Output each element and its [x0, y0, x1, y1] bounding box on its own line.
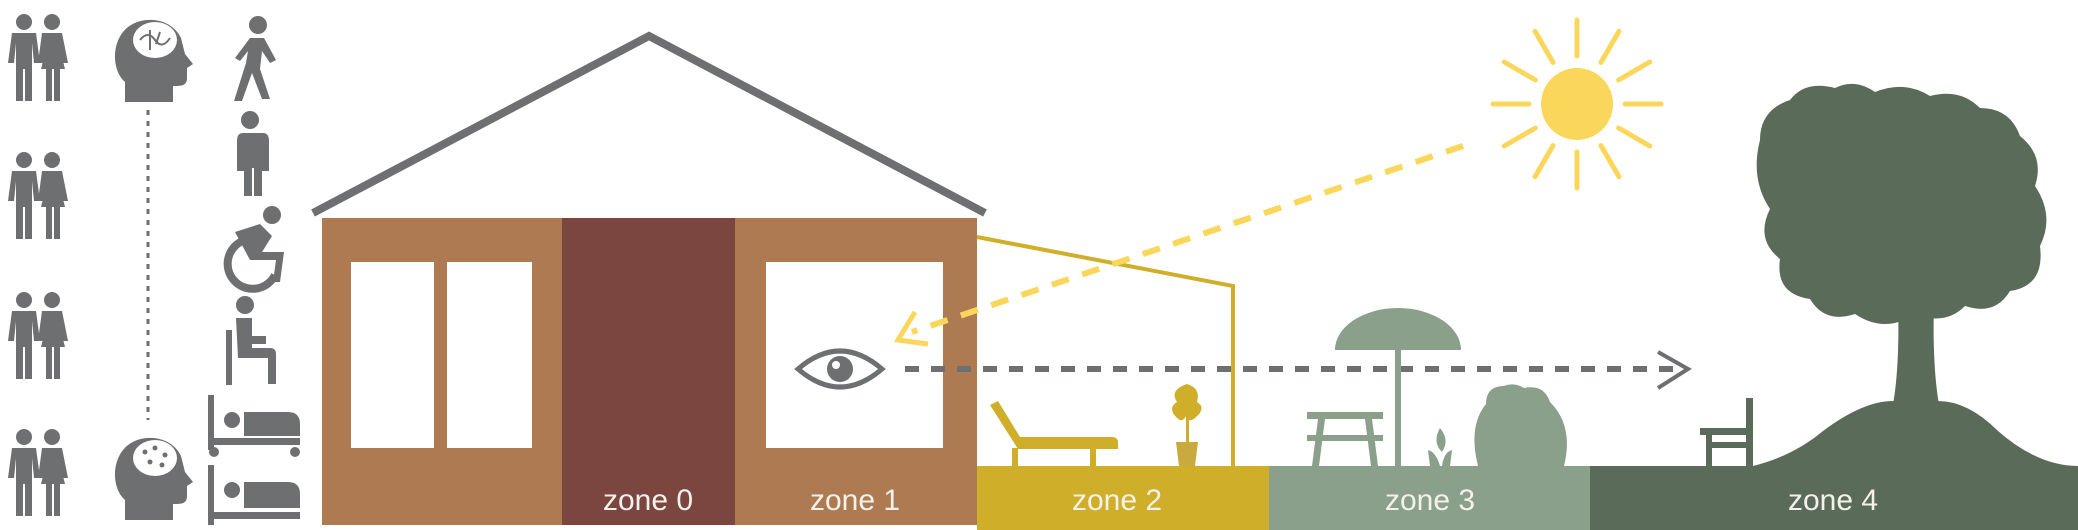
couple-icon	[8, 152, 68, 239]
cognition-icons	[114, 19, 193, 520]
bed-person-icon	[208, 395, 300, 457]
sun-ray	[1501, 125, 1538, 149]
sun-ray	[1532, 143, 1556, 180]
potted-plant-icon	[1172, 384, 1202, 466]
hill	[1753, 401, 2078, 466]
sunlight-arrowhead	[893, 310, 929, 347]
seated-person-icon	[226, 296, 276, 385]
view-arrowhead	[1656, 350, 1692, 390]
sunlight-dashed-line	[911, 143, 1464, 335]
bed-person-icon	[208, 465, 300, 525]
mobility-icons	[208, 16, 300, 525]
zone-3-strip	[1269, 466, 1590, 530]
window	[351, 262, 434, 448]
couple-icon	[8, 292, 68, 379]
zone-3-label: zone 3	[1385, 484, 1475, 517]
zone-4-label: zone 4	[1788, 484, 1878, 517]
brain-icon	[133, 440, 177, 476]
picnic-table-icon	[1307, 412, 1383, 466]
house-roof	[311, 31, 987, 217]
window	[447, 262, 532, 448]
couple-icon	[8, 14, 68, 101]
wheelchair-icon	[223, 206, 284, 293]
zone-0-corridor	[562, 218, 735, 525]
sun-ray	[1532, 28, 1556, 65]
walking-person-icon	[234, 16, 276, 101]
zone-2-strip	[977, 466, 1269, 530]
bush-icon	[1474, 384, 1567, 466]
sun-ray	[1616, 59, 1653, 83]
small-plant-icon	[1428, 428, 1452, 466]
sun-lounger-icon	[990, 401, 1118, 466]
zone-1-label: zone 1	[810, 484, 900, 517]
zone-4-nature	[1700, 83, 2078, 466]
zone-4-strip	[1590, 466, 2078, 530]
zone-2-label: zone 2	[1072, 484, 1162, 517]
zone-3-garden	[1307, 308, 1567, 466]
umbrella-icon	[1335, 308, 1461, 466]
eye-icon	[794, 348, 886, 390]
zone-0-label: zone 0	[603, 484, 693, 517]
tree-canopy	[1756, 83, 2047, 324]
sun-ray	[1598, 143, 1622, 180]
population-icons	[8, 14, 68, 516]
standing-person-icon	[237, 111, 269, 196]
sun-ray	[1501, 59, 1538, 83]
sun-ray	[1598, 28, 1622, 65]
sun-disc	[1541, 68, 1613, 140]
sun-icon	[1490, 17, 1664, 191]
tree-trunk	[1892, 300, 1940, 410]
house	[311, 31, 987, 525]
zone-2-patio	[976, 235, 1235, 466]
sun-ray	[1616, 125, 1653, 149]
bench-icon	[1700, 398, 1753, 466]
couple-icon	[8, 429, 68, 516]
pergola	[976, 235, 1235, 466]
